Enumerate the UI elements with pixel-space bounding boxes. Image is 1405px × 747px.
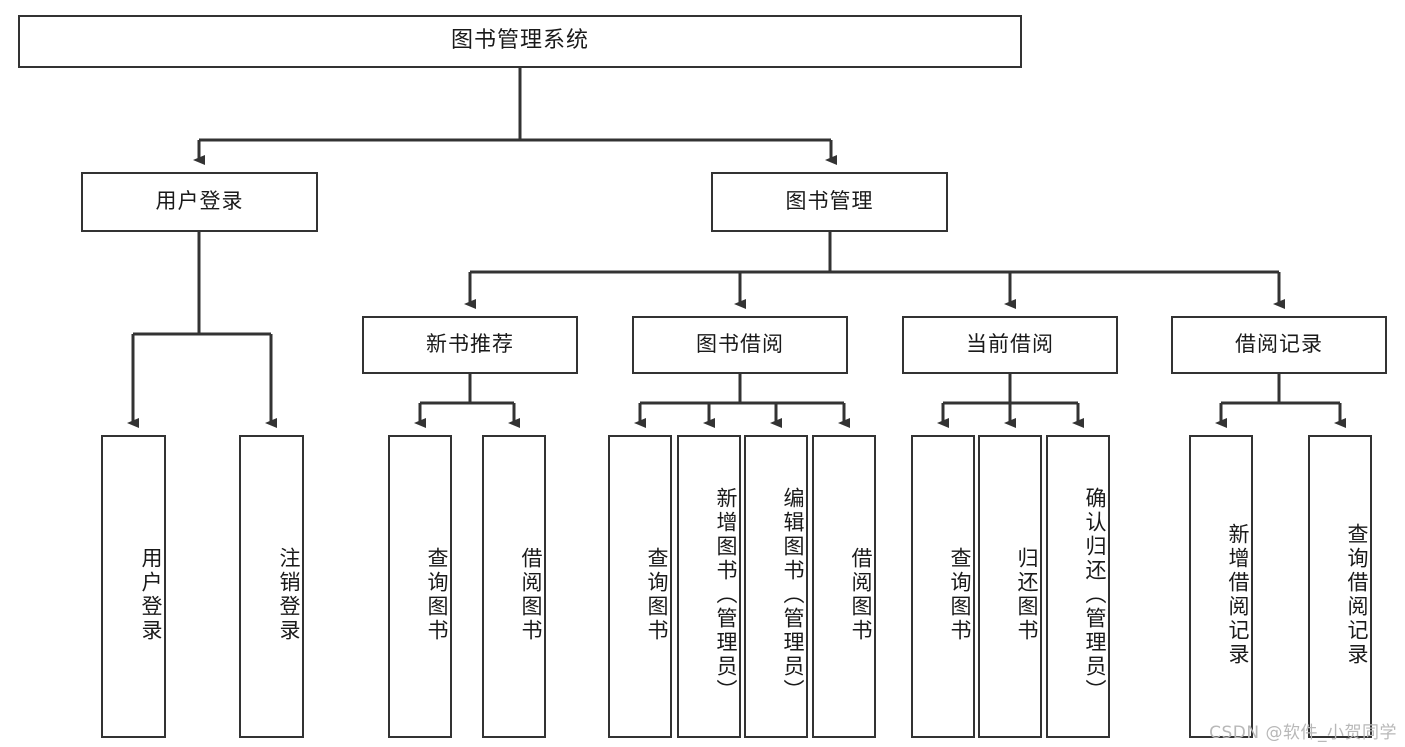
node-label: 用户登录 [155, 189, 244, 214]
csdn-watermark: CSDN @软件_小贺同学 [1209, 723, 1397, 743]
leaf-logout-login[interactable]: 注销登录 [239, 435, 304, 738]
node-current-borrow[interactable]: 当前借阅 [902, 316, 1118, 374]
node-label: 图书管理 [785, 189, 874, 214]
leaf-query-borrow-record[interactable]: 查询借阅记录 [1308, 435, 1372, 738]
node-label: 编辑图书（管理员） [781, 486, 805, 703]
node-label: 图书借阅 [696, 332, 784, 357]
node-root-system[interactable]: 图书管理系统 [18, 15, 1022, 68]
node-label: 注销登录 [277, 546, 301, 643]
leaf-edit-book[interactable]: 编辑图书（管理员） [744, 435, 808, 738]
leaf-user-login[interactable]: 用户登录 [101, 435, 166, 738]
leaf-confirm-return[interactable]: 确认归还（管理员） [1046, 435, 1110, 738]
leaf-borrow-book[interactable]: 借阅图书 [812, 435, 876, 738]
node-label: 新增借阅记录 [1226, 522, 1250, 667]
node-label: 借阅图书 [849, 546, 873, 643]
node-label: 新书推荐 [426, 332, 514, 357]
leaf-query-book-borrow[interactable]: 查询图书 [608, 435, 672, 738]
leaf-borrow-book-recommend[interactable]: 借阅图书 [482, 435, 546, 738]
node-label: 当前借阅 [966, 332, 1054, 357]
leaf-return-book[interactable]: 归还图书 [978, 435, 1042, 738]
node-label: 图书管理系统 [450, 28, 589, 54]
leaf-add-book[interactable]: 新增图书（管理员） [677, 435, 741, 738]
node-borrow-record[interactable]: 借阅记录 [1171, 316, 1387, 374]
node-label: 归还图书 [1015, 546, 1039, 643]
node-label: 查询借阅记录 [1345, 522, 1369, 667]
node-label: 新增图书（管理员） [714, 486, 738, 703]
node-label: 查询图书 [948, 546, 972, 643]
leaf-query-book-current[interactable]: 查询图书 [911, 435, 975, 738]
node-book-borrow[interactable]: 图书借阅 [632, 316, 848, 374]
leaf-query-book-recommend[interactable]: 查询图书 [388, 435, 452, 738]
node-book-manage[interactable]: 图书管理 [711, 172, 948, 232]
leaf-add-borrow-record[interactable]: 新增借阅记录 [1189, 435, 1253, 738]
node-new-book-recommend[interactable]: 新书推荐 [362, 316, 578, 374]
node-label: 确认归还（管理员） [1083, 486, 1107, 703]
node-label: 用户登录 [139, 546, 163, 643]
node-label: 查询图书 [645, 546, 669, 643]
node-user-login[interactable]: 用户登录 [81, 172, 318, 232]
node-label: 借阅图书 [519, 546, 543, 643]
node-label: 借阅记录 [1235, 332, 1323, 357]
node-label: 查询图书 [425, 546, 449, 643]
